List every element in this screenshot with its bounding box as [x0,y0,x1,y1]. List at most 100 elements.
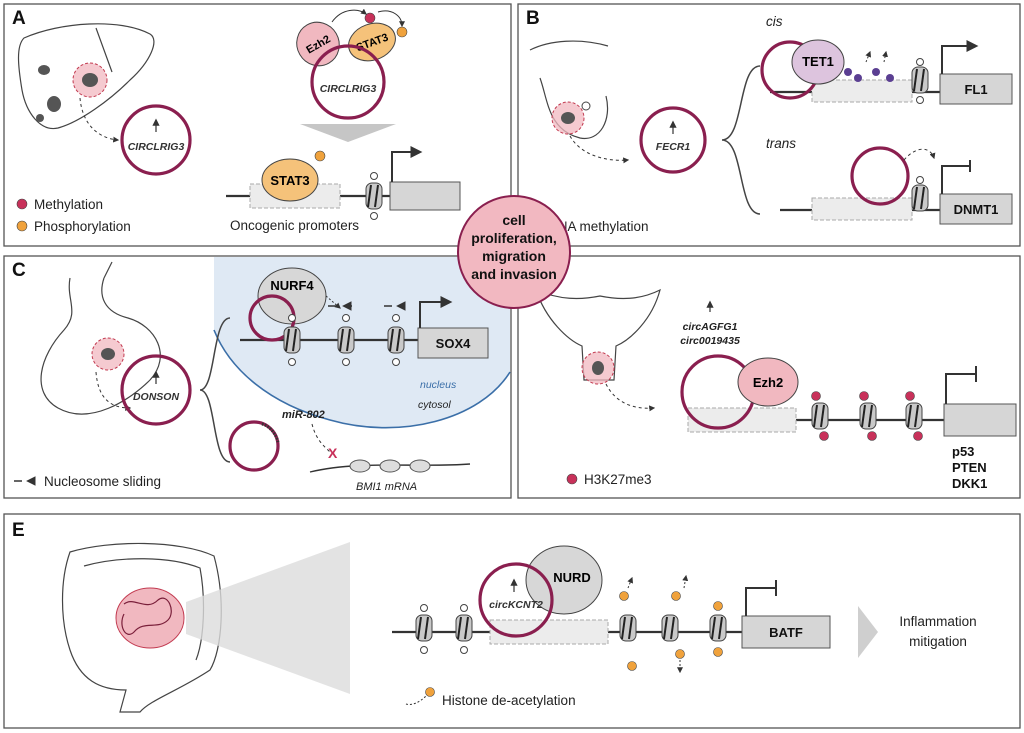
histone-tail [420,646,428,654]
h3k27me3-mark [905,391,915,401]
brace [199,317,231,463]
transcription-arrow-icon [391,146,423,182]
stat3-bound-label: STAT3 [270,173,309,188]
h3k27me3-mark [913,431,923,441]
nucleosome [415,614,433,642]
histone-tail [460,604,468,612]
tumor-spot [592,361,604,375]
repression-symbol-icon [945,366,977,404]
inflamed-region [115,587,185,649]
histone-tail [392,358,400,366]
nucleosome [337,326,355,354]
circrna-label: CIRCLRIG3 [320,83,377,95]
panel-a-letter: A [12,8,26,29]
promoter-box [811,79,913,103]
methyl-group-icon [364,12,376,24]
target-gene-box [389,181,461,211]
esophagus-line [103,261,113,279]
ribosome [349,459,371,473]
mrna-label: BMI1 mRNA [356,481,417,493]
circrna-ring [310,44,386,120]
acetyl-group [627,661,637,671]
dashed-arrow [569,135,630,164]
repression-symbol-icon [745,580,777,616]
breast-outline [529,40,609,51]
histone-deacetylation-icon [425,687,435,697]
nucleosome [283,326,301,354]
h3k27me3-mark [811,391,821,401]
gene-box-sox4 [417,327,489,359]
outcome-arrow [858,606,878,658]
acetyl-group [675,649,685,659]
transcription-arrow-icon [941,40,979,74]
legend-h3k27me3: H3K27me3 [584,472,652,487]
panel-c: nucleus cytosol C DONSON NURF4 SOX4 [3,255,512,499]
tumor-spot [101,348,115,360]
histone-tail [288,358,296,366]
histone-tail [370,212,378,220]
circrna-ring [120,104,192,176]
nucleosome [661,614,679,642]
phospho-group-icon [396,26,408,38]
nucleosome [859,402,877,430]
circrna-label: DONSON [133,391,180,403]
nurd-label: NURD [553,570,591,585]
gene-label-fl1: FL1 [964,82,987,97]
dna-methyl-dot [844,68,852,76]
zoom-cone [186,542,350,694]
histone-tail [342,314,350,322]
tet1-protein [791,39,845,85]
dna-methyl-dot [872,68,880,76]
outcome-line-2: mitigation [909,634,967,649]
gene-label-batf: BATF [769,625,803,640]
deacetylation-arrow [405,695,427,705]
ezh2-protein [737,357,799,407]
legend-dna-methylation: DNA methylation [548,219,649,234]
dashed-arrow [605,383,656,412]
circrna-label: FECR1 [656,141,691,153]
panel-d: D circAGFG1 circ0019435 Ezh2 p53 PTEN DK… [517,255,1021,499]
circrna-ring [228,420,280,472]
nucleosome [709,614,727,642]
center-outcome: cell proliferation, migration and invasi… [457,195,571,309]
outcome-text-2: proliferation, [471,230,557,246]
ezh2-label: Ezh2 [753,375,783,390]
outcome-text-4: and invasion [471,266,557,282]
stat3-protein [348,22,396,62]
acetyl-group [671,591,681,601]
histone-tail [460,646,468,654]
dashed-arrow [95,371,132,411]
panel-e: E NURD circKCNT2 BATF [3,513,1021,729]
promoter-label: Oncogenic promoters [230,218,359,233]
acetyl-group [713,647,723,657]
nurd-protein [525,545,603,615]
panel-b: B FECR1 cis trans TET1 FL1 [517,3,1021,247]
circrna-ring [120,354,192,426]
mirna-sponge [261,422,280,443]
nuclear-envelope [213,329,511,429]
methylation-dot-icon [16,198,28,210]
ribosome [409,459,431,473]
removal-arrow [627,576,634,589]
histone-tail [288,314,296,322]
stat3-bound-protein [261,158,319,202]
histone-tail [420,604,428,612]
gene-label-sox4: SOX4 [436,336,471,351]
legend-histone-deacetylation: Histone de-acetylation [442,693,576,708]
dna-methyl-dot [886,74,894,82]
h3k27me3-mark [819,431,829,441]
dna-methyl-dot [854,74,862,82]
removal-arrow [865,50,872,63]
tumor-spot [38,65,50,75]
histone-tail [392,314,400,322]
histone-tail [370,172,378,180]
panel-e-letter: E [12,520,25,541]
panel-c-letter: C [12,260,26,281]
nipple-icon [581,101,591,111]
cytosol-label: cytosol [418,399,451,411]
gene-box-batf [741,615,831,649]
histone-tail [916,96,924,104]
circrna-label-1: circAGFG1 [683,321,738,333]
nucleosome [911,66,929,94]
